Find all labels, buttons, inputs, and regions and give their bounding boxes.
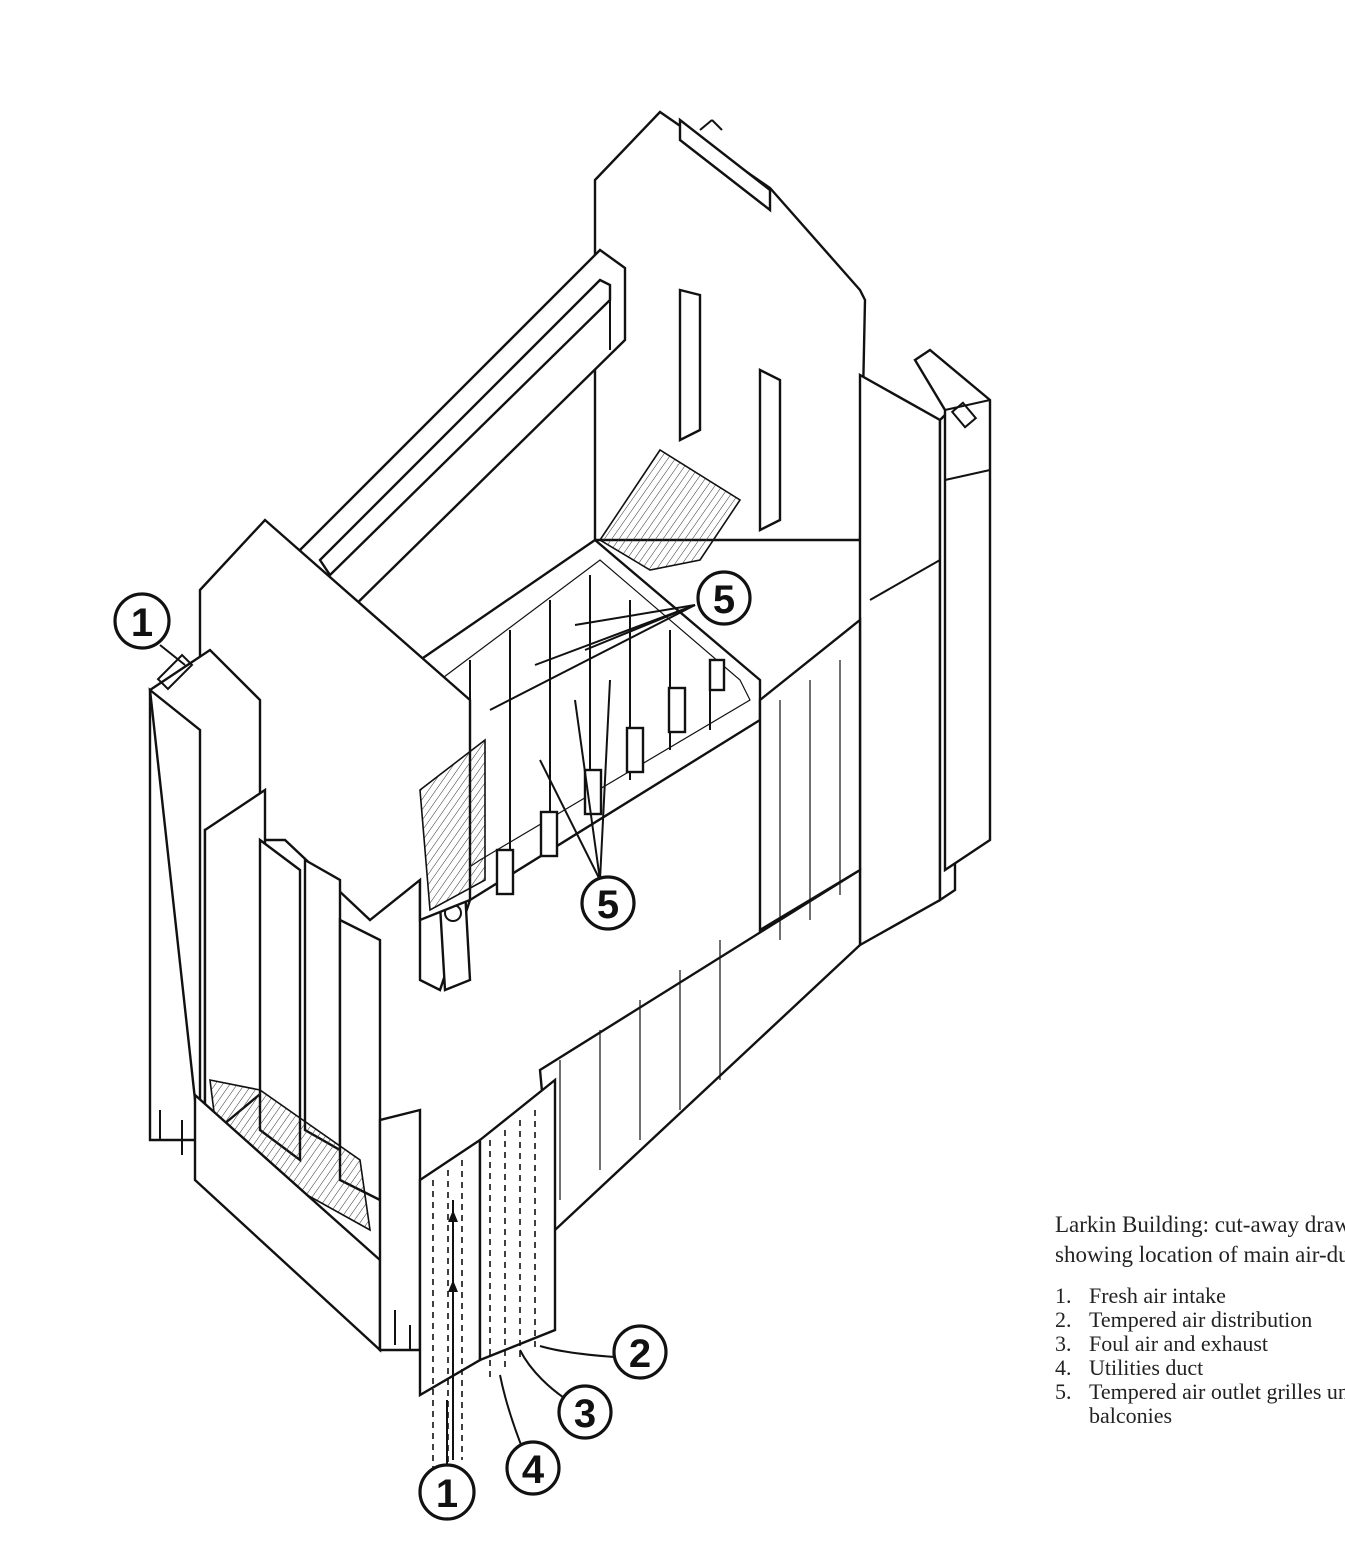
callout-5-middle: 5	[580, 875, 636, 931]
callout-5-top: 5	[696, 570, 752, 626]
legend-item: 2. Tempered air distribution	[1055, 1308, 1345, 1332]
svg-text:1: 1	[131, 601, 153, 645]
legend-item: 1. Fresh air intake	[1055, 1284, 1345, 1308]
right-stair-tower	[858, 348, 992, 948]
callout-3: 3	[557, 1384, 613, 1440]
legend-item: 4. Utilities duct	[1055, 1356, 1345, 1380]
legend-number: 2.	[1055, 1307, 1072, 1332]
lower-court	[193, 837, 422, 1353]
legend-text: Fresh air intake	[1089, 1283, 1226, 1308]
legend-text: Tempered air distribution	[1089, 1307, 1313, 1332]
callout-1-bottom: 1	[418, 1463, 476, 1521]
left-tower	[148, 518, 486, 1155]
svg-text:3: 3	[574, 1392, 596, 1436]
legend-list: 1. Fresh air intake 2. Tempered air distri…	[1055, 1284, 1345, 1428]
svg-text:4: 4	[522, 1448, 545, 1492]
legend-text: Tempered air outlet grilles under edge o…	[1089, 1379, 1345, 1428]
leader-lines	[159, 604, 696, 1465]
callout-2: 2	[612, 1324, 668, 1380]
caption-title: Larkin Building: cut-away drawing showin…	[1055, 1212, 1345, 1267]
callout-1-top: 1	[113, 592, 171, 650]
legend-item: 5. Tempered air outlet grilles under edge…	[1055, 1380, 1345, 1428]
legend-text: Foul air and exhaust	[1089, 1331, 1269, 1356]
legend-number: 4.	[1055, 1355, 1072, 1380]
light-court	[418, 448, 762, 992]
callout-4: 4	[505, 1440, 561, 1496]
svg-text:1: 1	[436, 1472, 458, 1516]
figure-caption: Larkin Building: cut-away drawing showin…	[1055, 1210, 1345, 1428]
svg-text:5: 5	[713, 578, 735, 622]
legend-number: 3.	[1055, 1331, 1072, 1356]
rear-wall-structure	[298, 110, 867, 622]
svg-text:2: 2	[629, 1332, 651, 1376]
legend-number: 5.	[1055, 1379, 1072, 1404]
svg-text:5: 5	[597, 883, 619, 927]
duct-shafts	[418, 1077, 557, 1480]
legend-item: 3. Foul air and exhaust	[1055, 1332, 1345, 1356]
front-facade	[538, 617, 862, 1233]
legend-text: Utilities duct	[1089, 1355, 1204, 1380]
legend-number: 1.	[1055, 1283, 1072, 1308]
